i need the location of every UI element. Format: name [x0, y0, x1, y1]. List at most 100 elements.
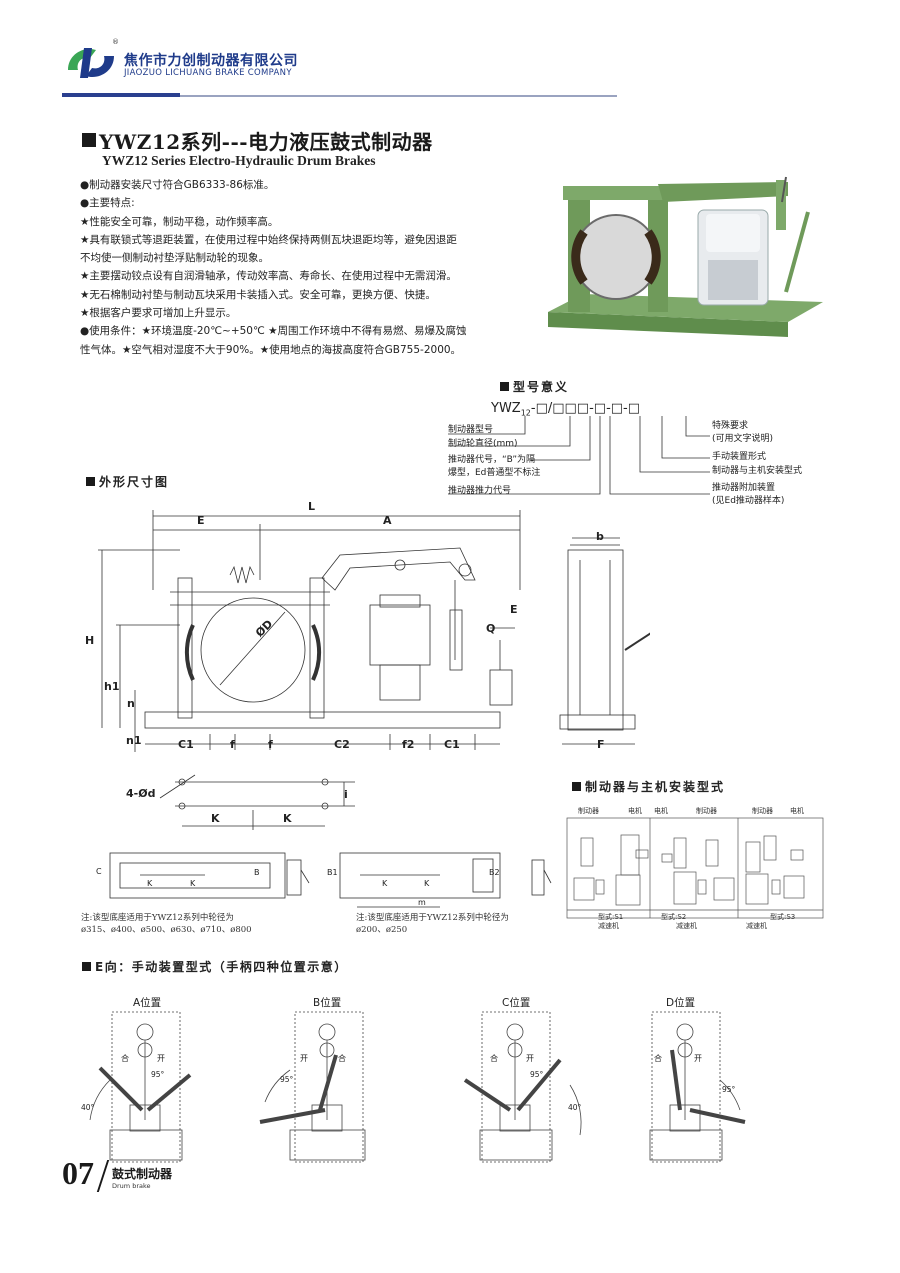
feature-line: ●使用条件：★环境温度-20℃~+50℃ ★周围工作环境中不得有易燃、易爆及腐蚀	[80, 325, 467, 338]
company-name-cn: 焦作市力创制动器有限公司	[124, 53, 298, 69]
title-marker	[82, 133, 96, 147]
model-code: YWZ12-□/□□□-□-□-□	[491, 401, 641, 418]
position-label-b: B位置	[313, 997, 342, 1009]
manual-positions-drawing	[89, 1011, 746, 1163]
install-type-s2: 型式:S2	[661, 913, 687, 921]
install-heading: 制动器与主机安装型式	[572, 778, 725, 795]
model-label-wheel: 制动轮直径(mm)	[448, 439, 518, 449]
model-label-mount: 制动器与主机安装型式	[712, 466, 803, 476]
install-label-brake-2: 制动器	[696, 807, 717, 815]
dim-L: L	[308, 500, 316, 513]
angle-95-b: 95°	[280, 1075, 294, 1084]
dim-C1-left: C1	[178, 738, 194, 751]
dim-B1: B1	[327, 868, 338, 877]
manual-heading: E向：手动装置型式（手柄四种位置示意）	[82, 958, 348, 975]
install-reducer-3: 减速机	[746, 922, 767, 930]
base-variants-drawing	[109, 852, 552, 908]
position-label-d: D位置	[666, 997, 696, 1009]
open-label-d: 开	[694, 1054, 702, 1063]
position-label-a: A位置	[133, 997, 162, 1009]
feature-line: ★主要摆动铰点设有自润滑轴承，传动效率高、寿命长、在使用过程中无需润滑。	[80, 270, 457, 283]
dim-F: F	[597, 738, 605, 751]
dim-C2: C2	[334, 738, 350, 751]
dim-f-right: f	[268, 738, 273, 751]
model-label-type: 制动器型号	[448, 425, 494, 435]
registered-mark: ®	[112, 38, 119, 46]
install-label-motor-1: 电机	[628, 807, 642, 815]
company-name-en: JIAOZUO LICHUANG BRAKE COMPANY	[124, 68, 292, 78]
dim-C: C	[96, 867, 102, 876]
open-label-a: 开	[157, 1054, 165, 1063]
feature-line: ★性能安全可靠，制动平稳，动作频率高。	[80, 215, 279, 228]
dim-4d: 4-Ød	[126, 787, 156, 800]
dim-K-base-right: K	[190, 879, 196, 888]
dim-b: b	[596, 530, 604, 543]
footer-title-en: Drum brake	[112, 1182, 151, 1190]
page-subtitle: YWZ12 Series Electro-Hydraulic Drum Brak…	[102, 153, 376, 168]
install-types-drawing	[566, 817, 824, 919]
model-heading: 型号意义	[500, 378, 569, 395]
open-label-c: 开	[526, 1054, 534, 1063]
position-label-c: C位置	[502, 997, 531, 1009]
feature-line: 性气体。★空气相对湿度不大于90%。★使用地点的海拔高度符合GB755-2000…	[80, 343, 462, 356]
dim-Q: Q	[486, 622, 496, 635]
open-label-b: 开	[300, 1054, 308, 1063]
dim-C1-right: C1	[444, 738, 460, 751]
product-photo	[548, 176, 823, 337]
dim-f-left: f	[230, 738, 235, 751]
install-label-brake-3: 制动器	[752, 807, 773, 815]
dim-K-base2-right: K	[424, 879, 430, 888]
model-callout-lines	[448, 416, 710, 495]
footer-title-cn: 鼓式制动器	[112, 1167, 173, 1181]
close-label-c: 合	[490, 1054, 498, 1063]
close-label-d: 合	[654, 1054, 662, 1063]
angle-40-c: 40°	[568, 1103, 582, 1112]
feature-line: 不均使一侧制动衬垫浮贴制动轮的现象。	[80, 252, 269, 265]
feature-line: ★根据客户要求可增加上升显示。	[80, 307, 237, 320]
angle-40-a: 40°	[81, 1103, 95, 1112]
dim-K-base-left: K	[147, 879, 153, 888]
dim-i: i	[344, 788, 348, 801]
model-label-manual: 手动装置形式	[712, 452, 767, 462]
page-number: 07	[62, 1155, 94, 1191]
base-plan-drawing	[159, 774, 355, 830]
header-bar	[62, 93, 180, 97]
install-label-motor-3: 电机	[790, 807, 804, 815]
feature-list: ●制动器安装尺寸符合GB6333-86标准。 ●主要特点: ★性能安全可靠，制动…	[80, 176, 550, 359]
model-label-pusher-code-2: 爆型，Ed普通型不标注	[448, 468, 541, 478]
install-label-motor-2: 电机	[654, 807, 668, 815]
dim-h1: h1	[104, 680, 120, 693]
feature-line: ★具有联锁式等退距装置，在使用过程中始终保持两侧瓦块退距均等，避免因退距	[80, 233, 457, 246]
dim-m: m	[418, 898, 426, 907]
angle-95-c: 95°	[530, 1070, 544, 1079]
close-label-b: 合	[338, 1054, 346, 1063]
dim-K-base2-left: K	[382, 879, 388, 888]
feature-line: ●主要特点:	[80, 197, 135, 210]
install-type-s3: 型式:S3	[770, 913, 796, 921]
dim-E-side: E	[510, 603, 518, 616]
header-rule	[180, 95, 617, 97]
dim-n: n	[127, 697, 135, 710]
feature-line: ★无石棉制动衬垫与制动瓦块采用卡装插入式。安全可靠，更换方便、快捷。	[80, 288, 436, 301]
angle-95-a: 95°	[151, 1070, 165, 1079]
feature-line: ●制动器安装尺寸符合GB6333-86标准。	[80, 179, 275, 191]
company-logo	[68, 48, 114, 78]
dim-K-left: K	[211, 812, 220, 825]
model-label-special: 特殊要求	[712, 421, 749, 431]
dim-n1: n1	[126, 734, 142, 747]
close-label-a: 合	[121, 1054, 129, 1063]
install-type-s1: 型式:S1	[598, 913, 624, 921]
dim-E-top: E	[197, 514, 205, 527]
model-label-special-2: (可用文字说明)	[712, 434, 774, 444]
angle-95-d: 95°	[722, 1085, 736, 1094]
install-label-brake-1: 制动器	[578, 807, 599, 815]
outline-heading: 外形尺寸图	[86, 473, 169, 490]
dim-K-right: K	[283, 812, 292, 825]
model-label-extra-2: (见Ed推动器样本)	[712, 496, 785, 506]
dim-A: A	[383, 514, 392, 527]
dim-B: B	[254, 868, 260, 877]
install-reducer-2: 减速机	[676, 922, 697, 930]
outline-drawing	[98, 510, 650, 752]
